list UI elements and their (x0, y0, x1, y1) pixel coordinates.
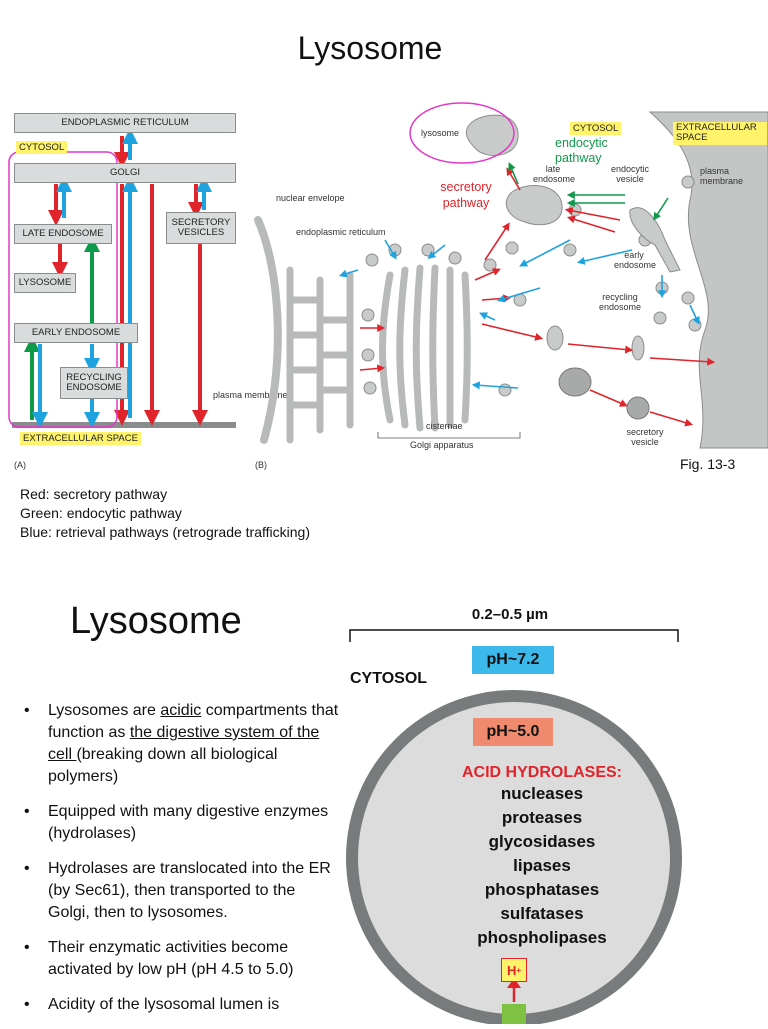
proton-label: H+ (501, 958, 527, 982)
endocytic-pathway-label: endocytic pathway (555, 136, 608, 165)
cytosol-label-b: CYTOSOL (570, 122, 622, 135)
er-label-b: endoplasmic reticulum (296, 227, 386, 237)
legend-green: Green: endocytic pathway (20, 505, 182, 521)
late-endosome-label: late endosome (533, 164, 576, 185)
legend-blue: Blue: retrieval pathways (retrograde tra… (20, 524, 310, 540)
bullet-2: Equipped with many digestive enzymes (hy… (20, 801, 340, 845)
enzyme-lipases: lipases (513, 856, 571, 875)
legend-red: Red: secretory pathway (20, 486, 168, 502)
lysosome-lumen (358, 702, 670, 1014)
box-lysosome: LYSOSOME (14, 273, 76, 293)
lysosome-label-b: lysosome (421, 128, 460, 138)
extracellular-label-b: EXTRACELLULAR SPACE (673, 122, 767, 145)
nuclear-envelope-label: nuclear envelope (276, 193, 345, 203)
plasma-membrane-label-b: plasma membrane (700, 166, 744, 187)
endoplasmic-reticulum-shape (286, 266, 354, 444)
secretory-pathway-label: secretory pathway (440, 180, 492, 210)
panel-a-label: (A) (14, 460, 26, 470)
plasma-membrane-label-a: plasma membrane (213, 390, 288, 400)
ph-lumen-badge: pH~5.0 (473, 718, 553, 746)
bullet-5: Acidity of the lysosomal lumen is (20, 994, 340, 1016)
proton-pump (502, 1004, 526, 1024)
size-label: 0.2–0.5 µm (471, 606, 549, 623)
ph-cytosol-badge: pH~7.2 (472, 646, 554, 674)
lysosome-shape (465, 114, 519, 156)
extracellular-label-a: EXTRACELLULAR SPACE (20, 432, 141, 445)
extracellular-region (648, 111, 768, 449)
box-er: ENDOPLASMIC RETICULUM (14, 113, 236, 133)
cytosol-label-2: CYTOSOL (350, 670, 428, 687)
panel-b-label: (B) (255, 460, 267, 470)
box-late-endosome: LATE ENDOSOME (14, 224, 112, 244)
enzyme-proteases: proteases (501, 808, 583, 827)
vesicles (361, 175, 702, 397)
endocytic-vesicle-label: endocytic vesicle (610, 164, 650, 185)
box-secretory-vesicles: SECRETORY VESICLES (166, 212, 236, 244)
box-early-endosome: EARLY ENDOSOME (14, 323, 138, 343)
late-endosome-shape (505, 185, 563, 226)
slide2-title: Lysosome (70, 600, 242, 642)
cisternae-label: cisternae (426, 421, 463, 431)
enzyme-glycosidases: glycosidases (488, 832, 596, 851)
figure-ref: Fig. 13-3 (680, 456, 736, 472)
size-bracket (349, 629, 679, 642)
golgi-apparatus-label: Golgi apparatus (410, 440, 474, 450)
nuclear-envelope (254, 216, 282, 444)
early-endosome-label: early endosome (614, 250, 657, 271)
bullet-list: Lysosomes are acidic compartments that f… (20, 700, 340, 1029)
acid-hydrolases-heading: ACID HYDROLASES: (461, 764, 622, 781)
slide1-title: Lysosome (297, 30, 443, 66)
lysosome-highlight (409, 102, 515, 164)
enzyme-nucleases: nucleases (500, 784, 584, 803)
panel-a-arrows (8, 128, 236, 428)
box-recycling-endosome: RECYCLING ENDOSOME (60, 367, 128, 399)
box-golgi: GOLGI (14, 163, 236, 183)
secretory-vesicle-label: secretory vesicle (626, 427, 664, 448)
early-endosome-shape (629, 207, 681, 273)
bullet-1: Lysosomes are acidic compartments that f… (20, 700, 340, 788)
golgi-cisternae (379, 264, 471, 432)
enzyme-phospholipases: phospholipases (477, 928, 607, 947)
enzyme-sulfatases: sulfatases (500, 904, 584, 923)
lysosome-diagram (346, 629, 682, 1024)
cytosol-label-a: CYTOSOL (16, 141, 68, 154)
enzyme-phosphatases: phosphatases (484, 880, 600, 899)
recycling-endosome-label: recycling endosome (598, 292, 642, 313)
secretory-granule-1 (558, 367, 592, 397)
bullet-4: Their enzymatic activities become activa… (20, 937, 340, 981)
panel-b-diagram (254, 102, 768, 449)
secretory-granule-2 (626, 396, 650, 420)
legend: Red: secretory pathway Green: endocytic … (20, 485, 310, 542)
proton-arrow (507, 978, 521, 988)
bullet-3: Hydrolases are translocated into the ER … (20, 858, 340, 924)
